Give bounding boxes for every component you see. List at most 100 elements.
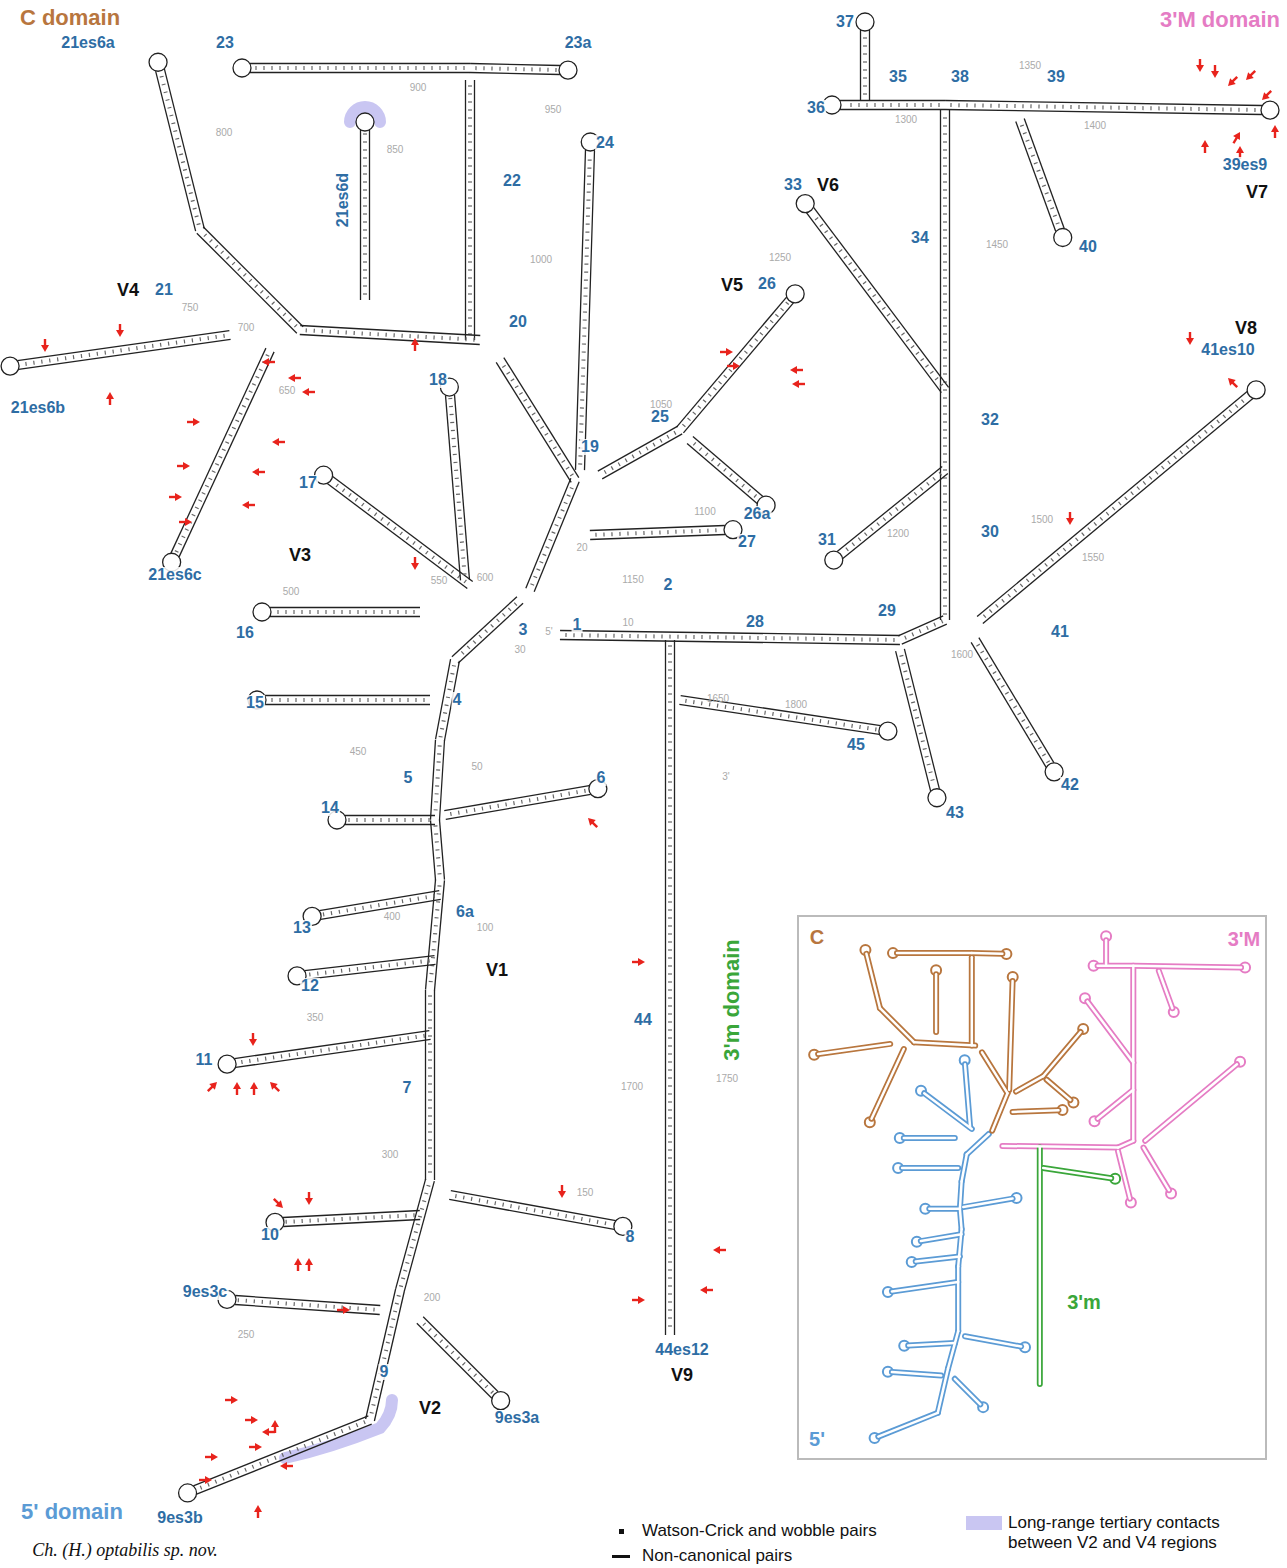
helix-number: 45 [846,737,866,753]
helix-number: 6a [455,904,475,920]
position-number: 150 [576,1188,595,1198]
position-number: 900 [409,83,428,93]
variable-region: V4 [116,281,140,299]
helix-number: 7 [402,1080,413,1096]
variable-region: V7 [1245,183,1269,201]
tertiary-contact [285,107,392,1458]
position-number: 1600 [950,650,974,660]
position-number: 1050 [649,400,673,410]
legend-text: Non-canonical pairs [642,1546,792,1566]
position-number: 350 [306,1013,325,1023]
helix-number: 26 [757,276,777,292]
helix-number: 20 [508,314,528,330]
position-number: 250 [237,1330,256,1340]
helix-number: 34 [910,230,930,246]
helix-number: 23a [564,35,593,51]
position-number: 20 [575,543,588,553]
legend-entry: Watson-Crick and wobble pairs [596,1521,877,1541]
secondary-structure [1,13,1279,1502]
position-number: 10 [621,618,634,628]
position-number: 800 [215,128,234,138]
helix-number: 12 [300,978,320,994]
helix-number: 18 [428,372,448,388]
position-number: 1150 [621,575,645,585]
position-number: 1300 [894,115,918,125]
helix-number: 43 [945,805,965,821]
position-number: 850 [386,145,405,155]
helix-number: 4 [452,692,463,708]
legend-entry: Long-range tertiary contacts between V2 … [962,1513,1268,1553]
helix-number: 40 [1078,239,1098,255]
position-number: 1100 [693,507,717,517]
position-number: 700 [237,323,256,333]
helix-number: 42 [1060,777,1080,793]
position-number: 30 [513,645,526,655]
inset-domain-label: 3'm [1067,1292,1101,1312]
position-number: 200 [423,1293,442,1303]
helix-number: 9es3c [182,1284,229,1300]
inset-domain-label: 3'M [1228,929,1261,949]
position-number: 1350 [1018,61,1042,71]
position-number: 50 [470,762,483,772]
species-name: Ch. (H.) optabilis sp. nov. [31,1541,219,1559]
domain-title: 5' domain [20,1501,124,1523]
pair-dot-symbol [596,1521,642,1541]
pair-bar-symbol [596,1546,642,1566]
helix-number: 36 [806,100,826,116]
helix-number: 23 [215,35,235,51]
helix-number: 24 [595,135,615,151]
legend-swatch [962,1513,1008,1533]
helix-number: 3 [518,622,529,638]
helix-number: 41 [1050,624,1070,640]
helix-number: 21es6b [10,400,66,416]
position-number: 750 [181,303,200,313]
helix-number: 17 [298,475,318,491]
position-number: 450 [349,747,368,757]
helix-number: 25 [650,409,670,425]
helix-number: 16 [235,625,255,641]
helix-number: 9es3b [156,1510,203,1526]
inset-domain-label: C [810,927,824,947]
helix-number: 41es10 [1200,342,1255,358]
helix-number: 19 [580,439,600,455]
position-number: 1750 [715,1074,739,1084]
helix-number: 6 [596,770,607,786]
position-number: 300 [381,1150,400,1160]
position-number: 950 [544,105,563,115]
position-number: 400 [383,912,402,922]
helix-number: 44 [633,1012,653,1028]
domain-title: 3'M domain [1159,9,1281,31]
variable-region: V1 [485,961,509,979]
position-number: 600 [476,573,495,583]
position-number: 1450 [985,240,1009,250]
variable-region: V9 [670,1366,694,1384]
helix-number: 26a [743,506,772,522]
helix-number: 27 [737,534,757,550]
helix-number: 10 [260,1227,280,1243]
helix-number: 2 [663,577,674,593]
position-number: 3' [721,772,730,782]
color-swatch [966,1516,1002,1530]
helix-number: 38 [950,69,970,85]
helix-number: 39 [1046,69,1066,85]
position-number: 500 [282,587,301,597]
inset-box: C3'M5'3'm [797,915,1267,1460]
position-number: 1000 [529,255,553,265]
helix-number: 21 [154,282,174,298]
legend-text: Long-range tertiary contacts between V2 … [1008,1513,1268,1553]
position-number: 1550 [1081,553,1105,563]
legend-entry: Non-canonical pairs [596,1546,792,1566]
position-number: 5' [544,627,553,637]
domain-title: C domain [19,7,121,29]
position-number: 1200 [886,529,910,539]
position-number: 1250 [768,253,792,263]
position-number: 100 [476,923,495,933]
variable-region: V2 [418,1399,442,1417]
position-number: 1800 [784,700,808,710]
helix-number: 11 [195,1052,214,1068]
helix-number: 1 [572,617,583,633]
red-arrow [41,59,1279,1518]
helix-number: 14 [320,800,340,816]
variable-region: V5 [720,276,744,294]
variable-region: V6 [816,176,840,194]
